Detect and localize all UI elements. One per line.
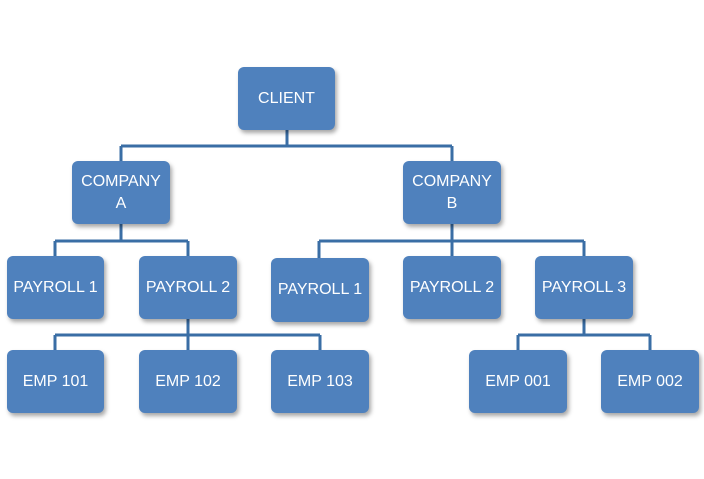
node-b-payroll-3: PAYROLL 3: [535, 256, 633, 319]
node-emp-002: EMP 002: [601, 350, 699, 413]
connector-company-a-payrolls: [53, 224, 190, 256]
node-company-a: COMPANY A: [72, 161, 170, 224]
node-a-payroll-1: PAYROLL 1: [7, 256, 104, 319]
node-emp-001: EMP 001: [469, 350, 567, 413]
connector-company-b-payrolls: [317, 224, 586, 258]
node-company-b: COMPANY B: [403, 161, 501, 224]
node-b-payroll-2: PAYROLL 2: [403, 256, 501, 319]
node-emp-103: EMP 103: [271, 350, 369, 413]
node-emp-102: EMP 102: [139, 350, 237, 413]
node-emp-101: EMP 101: [7, 350, 104, 413]
connector-payroll-3-employees: [516, 319, 652, 350]
connector-client-companies: [119, 130, 454, 161]
node-client: CLIENT: [238, 67, 335, 130]
connector-payroll-2-employees: [53, 319, 322, 350]
node-a-payroll-2: PAYROLL 2: [139, 256, 237, 319]
node-b-payroll-1: PAYROLL 1: [271, 258, 369, 322]
